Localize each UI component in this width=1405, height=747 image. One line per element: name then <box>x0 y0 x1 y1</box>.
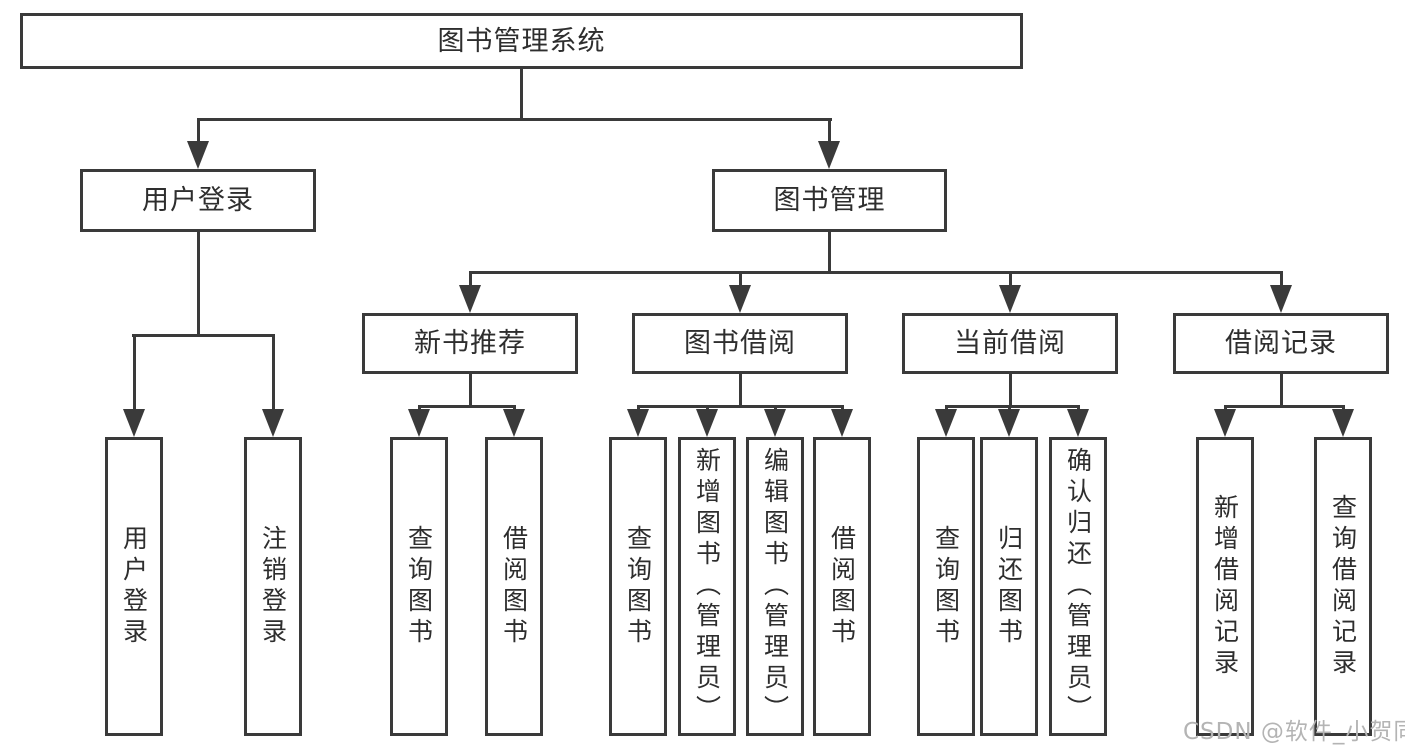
connector-drop <box>469 271 472 296</box>
connector-stem <box>197 232 200 337</box>
connector-drop <box>197 118 200 152</box>
connector-drop <box>828 118 831 152</box>
leaf-user-login: 用户登录 <box>105 437 163 736</box>
arrow-down-icon <box>459 285 481 313</box>
leaf-records-query-borrow-record: 查询借阅记录 <box>1314 437 1372 736</box>
arrow-down-icon <box>1067 409 1089 437</box>
arrow-down-icon <box>764 409 786 437</box>
leaf-records-add-borrow-record: 新增借阅记录 <box>1196 437 1254 736</box>
csdn-watermark: CSDN @软件_小贺同学 <box>1183 719 1405 745</box>
connector-bar <box>945 405 1080 408</box>
arrow-down-icon <box>1332 409 1354 437</box>
connector-stem <box>1280 374 1283 407</box>
connector-drop <box>1009 271 1012 296</box>
arrow-down-icon <box>627 409 649 437</box>
leaf-recommend-borrow-book: 借阅图书 <box>485 437 543 736</box>
connector-drop <box>739 271 742 296</box>
node-library-management-system: 图书管理系统 <box>20 13 1023 69</box>
connector-bar <box>197 118 832 121</box>
connector-bar <box>469 271 1283 274</box>
leaf-borrowing-query-book: 查询图书 <box>609 437 667 736</box>
node-book-borrowing: 图书借阅 <box>632 313 848 374</box>
connector-stem <box>828 232 831 274</box>
leaf-borrowing-edit-book-admin: 编辑图书（管理员） <box>746 437 804 736</box>
arrow-down-icon <box>123 409 145 437</box>
connector-bar <box>637 405 844 408</box>
arrow-down-icon <box>999 285 1021 313</box>
leaf-logout-login: 注销登录 <box>244 437 302 736</box>
arrow-down-icon <box>831 409 853 437</box>
connector-bar <box>1224 405 1345 408</box>
leaf-current-confirm-return-admin: 确认归还（管理员） <box>1049 437 1107 736</box>
node-current-borrowing: 当前借阅 <box>902 313 1118 374</box>
arrow-down-icon <box>998 409 1020 437</box>
arrow-down-icon <box>1270 285 1292 313</box>
leaf-borrowing-borrow-book: 借阅图书 <box>813 437 871 736</box>
arrow-down-icon <box>408 409 430 437</box>
leaf-current-query-book: 查询图书 <box>917 437 975 736</box>
node-user-login: 用户登录 <box>80 169 316 232</box>
leaf-borrowing-add-book-admin: 新增图书（管理员） <box>678 437 736 736</box>
arrow-down-icon <box>935 409 957 437</box>
connector-stem <box>1009 374 1012 407</box>
node-new-book-recommendation: 新书推荐 <box>362 313 578 374</box>
arrow-down-icon <box>818 141 840 169</box>
arrow-down-icon <box>262 409 284 437</box>
node-book-management: 图书管理 <box>712 169 947 232</box>
node-borrowing-records: 借阅记录 <box>1173 313 1389 374</box>
connector-stem <box>469 374 472 407</box>
connector-bar <box>418 405 516 408</box>
connector-stem <box>520 69 523 121</box>
connector-bar <box>132 334 275 337</box>
connector-drop <box>133 334 136 420</box>
arrow-down-icon <box>1214 409 1236 437</box>
arrow-down-icon <box>503 409 525 437</box>
arrow-down-icon <box>696 409 718 437</box>
connector-stem <box>739 374 742 407</box>
leaf-recommend-query-book: 查询图书 <box>390 437 448 736</box>
leaf-current-return-book: 归还图书 <box>980 437 1038 736</box>
arrow-down-icon <box>729 285 751 313</box>
connector-drop <box>272 334 275 420</box>
arrow-down-icon <box>187 141 209 169</box>
connector-drop <box>1280 271 1283 296</box>
